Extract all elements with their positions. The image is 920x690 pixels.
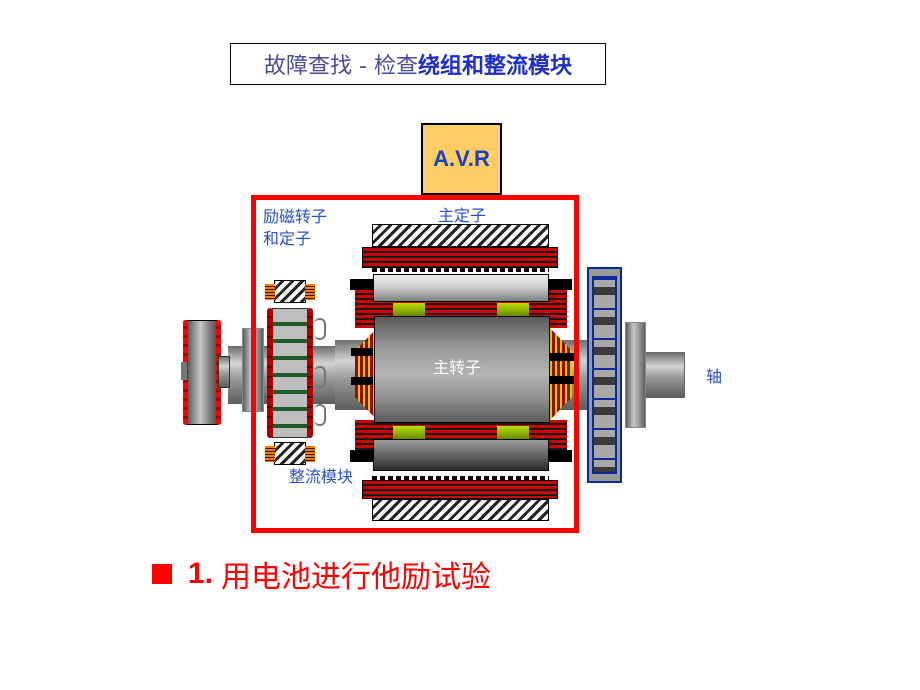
- rectifier-label: 整流模块: [289, 467, 354, 486]
- left-pulley: [183, 320, 221, 425]
- clamp-ml1: [351, 348, 373, 356]
- rectifier-diode-2: [314, 366, 326, 388]
- bearing-right: [625, 322, 646, 428]
- rotor-pole-bot-l: [393, 426, 425, 439]
- exciter-rotor-winding-l: [267, 308, 273, 438]
- main-rotor-body: 主转子: [374, 316, 550, 423]
- exciter-label: 励磁转子 和定子: [263, 206, 327, 250]
- step-text: 用电池进行他励试验: [221, 560, 492, 595]
- left-pulley-hub: [181, 362, 187, 380]
- clamp-mr1: [550, 353, 574, 361]
- main-stator-label: 主定子: [438, 206, 487, 225]
- shaft-label: 轴: [706, 367, 723, 386]
- avr-box: A.V.R: [421, 123, 502, 195]
- exciter-rotor-winding-r: [307, 308, 313, 438]
- main-stator-winding-top: [362, 247, 558, 268]
- title-part-2: 绕组和整流模块: [417, 54, 572, 79]
- exciter-winding-bot-l: [265, 446, 275, 462]
- main-rotor-label: 主转子: [432, 357, 481, 377]
- rotor-pole-bot-r: [497, 426, 529, 439]
- rotor-sleeve-bottom: [373, 439, 549, 471]
- left-shaft-stub: [218, 356, 230, 388]
- main-stator-winding-bottom: [362, 480, 558, 499]
- exciter-winding-bot-r: [305, 446, 315, 462]
- exciter-label-line2: 和定子: [263, 229, 312, 248]
- exciter-label-line1: 励磁转子: [263, 207, 328, 226]
- cooling-fan: [587, 267, 622, 483]
- title-part-1: 故障查找 - 检查: [264, 54, 418, 79]
- clamp-bl: [350, 450, 374, 462]
- slide-title: 故障查找 - 检查绕组和整流模块: [230, 43, 606, 85]
- rotor-pole-top-r: [497, 303, 529, 316]
- exciter-winding-top-r: [305, 284, 315, 300]
- rotor-sleeve-top: [373, 274, 549, 302]
- rotor-pole-top-l: [393, 303, 425, 316]
- main-stator-dash-bottom: [372, 476, 549, 480]
- clamp-mr2: [550, 376, 574, 384]
- exciter-winding-top-l: [265, 284, 275, 300]
- clamp-tl: [350, 279, 374, 290]
- clamp-tr: [548, 279, 572, 290]
- clamp-ml2: [351, 377, 373, 385]
- square-bullet-icon: [152, 564, 172, 584]
- shaft-right-end: [645, 352, 685, 398]
- rectifier-diode-3: [314, 404, 326, 426]
- main-stator-dash-top: [372, 268, 549, 272]
- main-stator-core-bottom: [372, 499, 549, 521]
- rotor-endwinding-right: [550, 328, 572, 420]
- test-step-bullet: 1. 用电池进行他励试验: [152, 552, 491, 596]
- main-stator-core-top: [372, 224, 549, 247]
- rectifier-diode-1: [314, 318, 326, 340]
- step-number: 1.: [188, 557, 214, 590]
- clamp-br: [548, 450, 572, 462]
- highlight-frame: [251, 195, 579, 533]
